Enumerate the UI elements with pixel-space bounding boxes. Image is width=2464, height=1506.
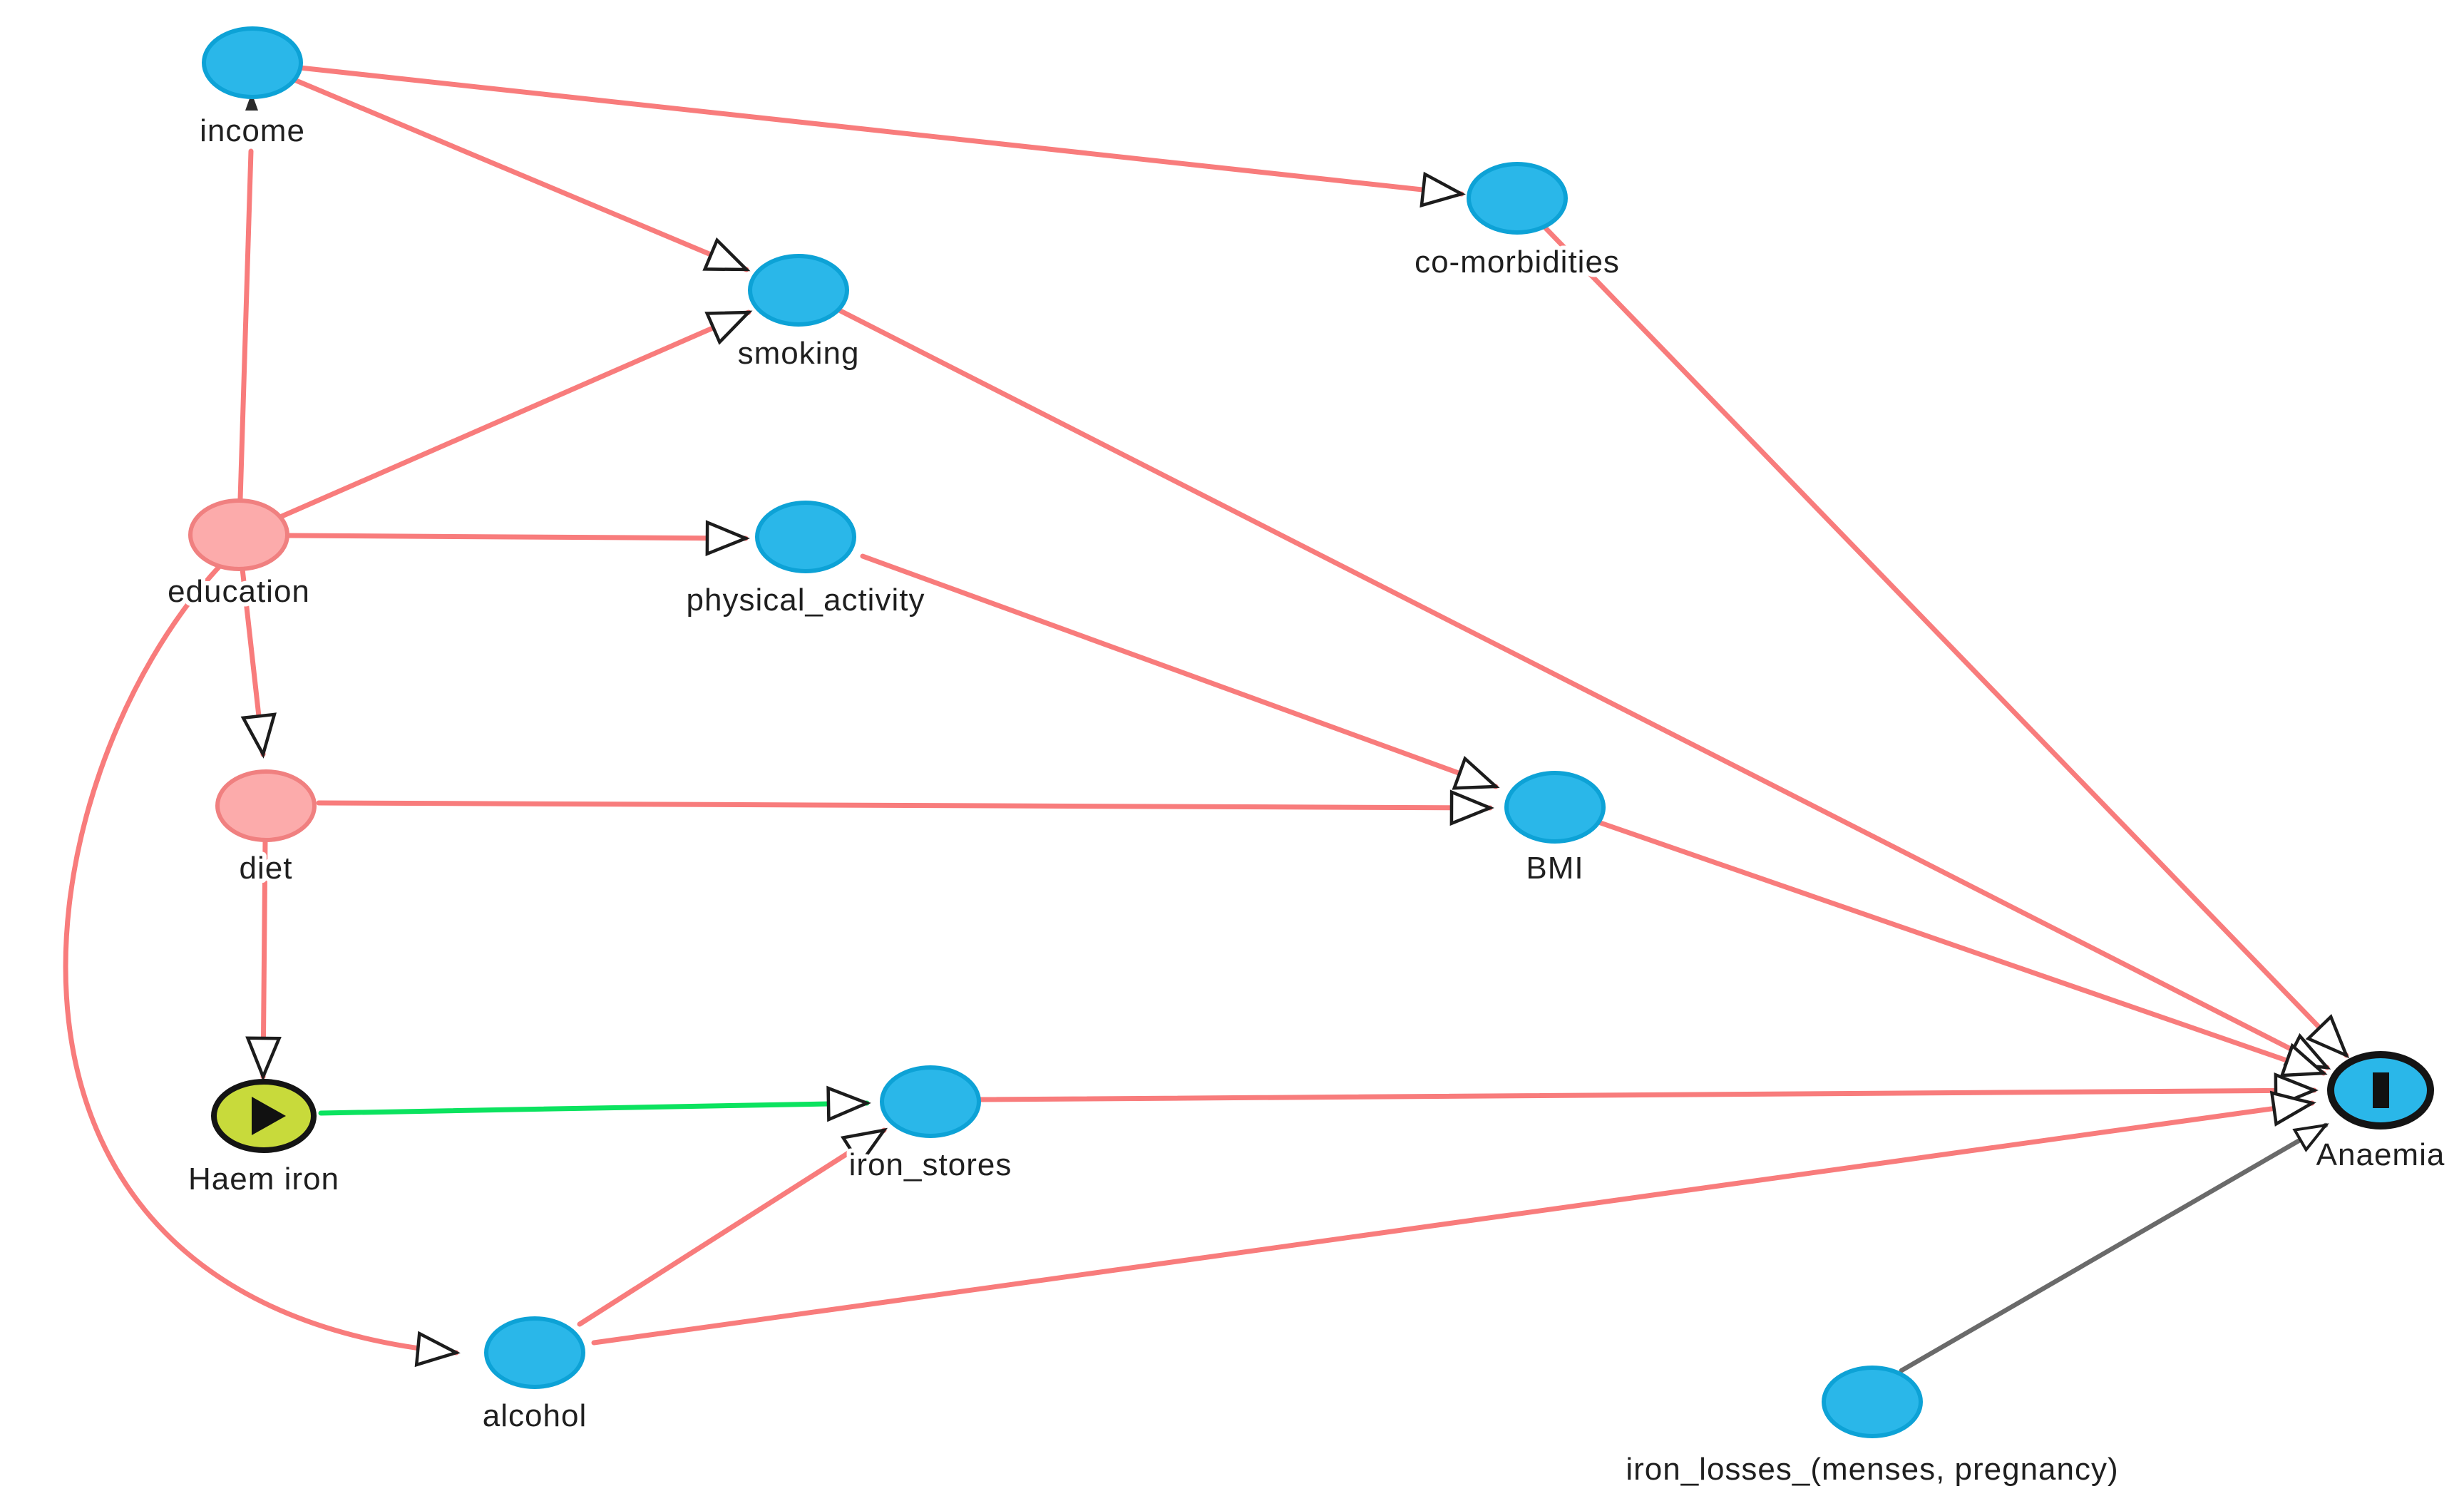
node-haem_iron[interactable] <box>211 1079 317 1153</box>
node-ellipse-iron_stores[interactable] <box>880 1065 981 1138</box>
edge-iron_losses-anaemia[interactable] <box>1899 1122 2329 1373</box>
edges-layer <box>63 65 2350 1373</box>
node-label-iron_losses: iron_losses_(menses, pregnancy) <box>1626 1452 2118 1487</box>
edge-education-smoking[interactable] <box>277 309 753 520</box>
node-education[interactable] <box>188 498 289 571</box>
node-ellipse-income[interactable] <box>202 26 303 99</box>
edge-diet-haem_iron[interactable] <box>245 837 282 1081</box>
node-label-BMI: BMI <box>1526 851 1583 886</box>
node-BMI[interactable] <box>1504 771 1606 844</box>
edge-education-alcohol[interactable] <box>63 562 461 1368</box>
node-ellipse-smoking[interactable] <box>748 254 849 327</box>
labels-layer: income co-morbidities smoking education phys… <box>163 109 2448 1491</box>
edge-co-morbidities-anaemia[interactable] <box>1541 224 2350 1059</box>
node-ellipse-alcohol[interactable] <box>484 1316 585 1389</box>
node-ellipse-diet[interactable] <box>215 769 317 842</box>
outcome-bar-icon <box>2373 1072 2389 1108</box>
node-diet[interactable] <box>215 769 317 842</box>
edge-smoking-anaemia[interactable] <box>836 307 2331 1070</box>
edge-diet-BMI[interactable] <box>316 789 1494 826</box>
node-ellipse-co-morbidities[interactable] <box>1467 162 1568 235</box>
exposure-play-icon <box>252 1097 286 1135</box>
node-ellipse-physical_activity[interactable] <box>755 501 856 573</box>
node-iron_stores[interactable] <box>880 1065 981 1138</box>
node-label-physical_activity: physical_activity <box>687 583 925 618</box>
node-income[interactable] <box>202 26 303 99</box>
arrowhead-education-income <box>245 93 258 111</box>
edge-income-co-morbidities[interactable] <box>297 65 1466 208</box>
node-alcohol[interactable] <box>484 1316 585 1389</box>
node-label-haem_iron: Haem iron <box>188 1162 339 1197</box>
edge-education-income[interactable] <box>237 148 254 502</box>
edge-education-diet[interactable] <box>240 566 277 759</box>
node-anaemia[interactable] <box>2327 1051 2434 1130</box>
edge-BMI-anaemia[interactable] <box>1596 819 2328 1077</box>
node-label-income: income <box>200 113 305 148</box>
edge-income-smoking[interactable] <box>292 77 751 272</box>
node-ellipse-iron_losses[interactable] <box>1822 1366 1923 1438</box>
node-smoking[interactable] <box>748 254 849 327</box>
edge-physical_activity-BMI[interactable] <box>860 553 1500 790</box>
edge-education-physical_activity[interactable] <box>284 520 750 556</box>
node-ellipse-BMI[interactable] <box>1504 771 1606 844</box>
node-label-anaemia: Anaemia <box>2316 1137 2445 1172</box>
edge-iron_stores-anaemia[interactable] <box>976 1072 2319 1109</box>
edge-alcohol-iron_stores[interactable] <box>577 1127 888 1327</box>
node-label-co-morbidities: co-morbidities <box>1415 245 1620 280</box>
node-label-iron_stores: iron_stores <box>849 1147 1012 1182</box>
node-label-education: education <box>168 574 310 609</box>
edge-alcohol-anaemia[interactable] <box>591 1090 2316 1346</box>
node-co-morbidities[interactable] <box>1467 162 1568 235</box>
node-physical_activity[interactable] <box>755 501 856 573</box>
edge-haem_iron-iron_stores[interactable] <box>318 1085 871 1122</box>
node-label-smoking: smoking <box>738 336 860 371</box>
node-label-alcohol: alcohol <box>483 1398 587 1433</box>
node-ellipse-education[interactable] <box>188 498 289 571</box>
node-label-diet: diet <box>240 851 293 886</box>
node-iron_losses[interactable] <box>1822 1366 1923 1438</box>
nodes-layer <box>188 26 2434 1438</box>
